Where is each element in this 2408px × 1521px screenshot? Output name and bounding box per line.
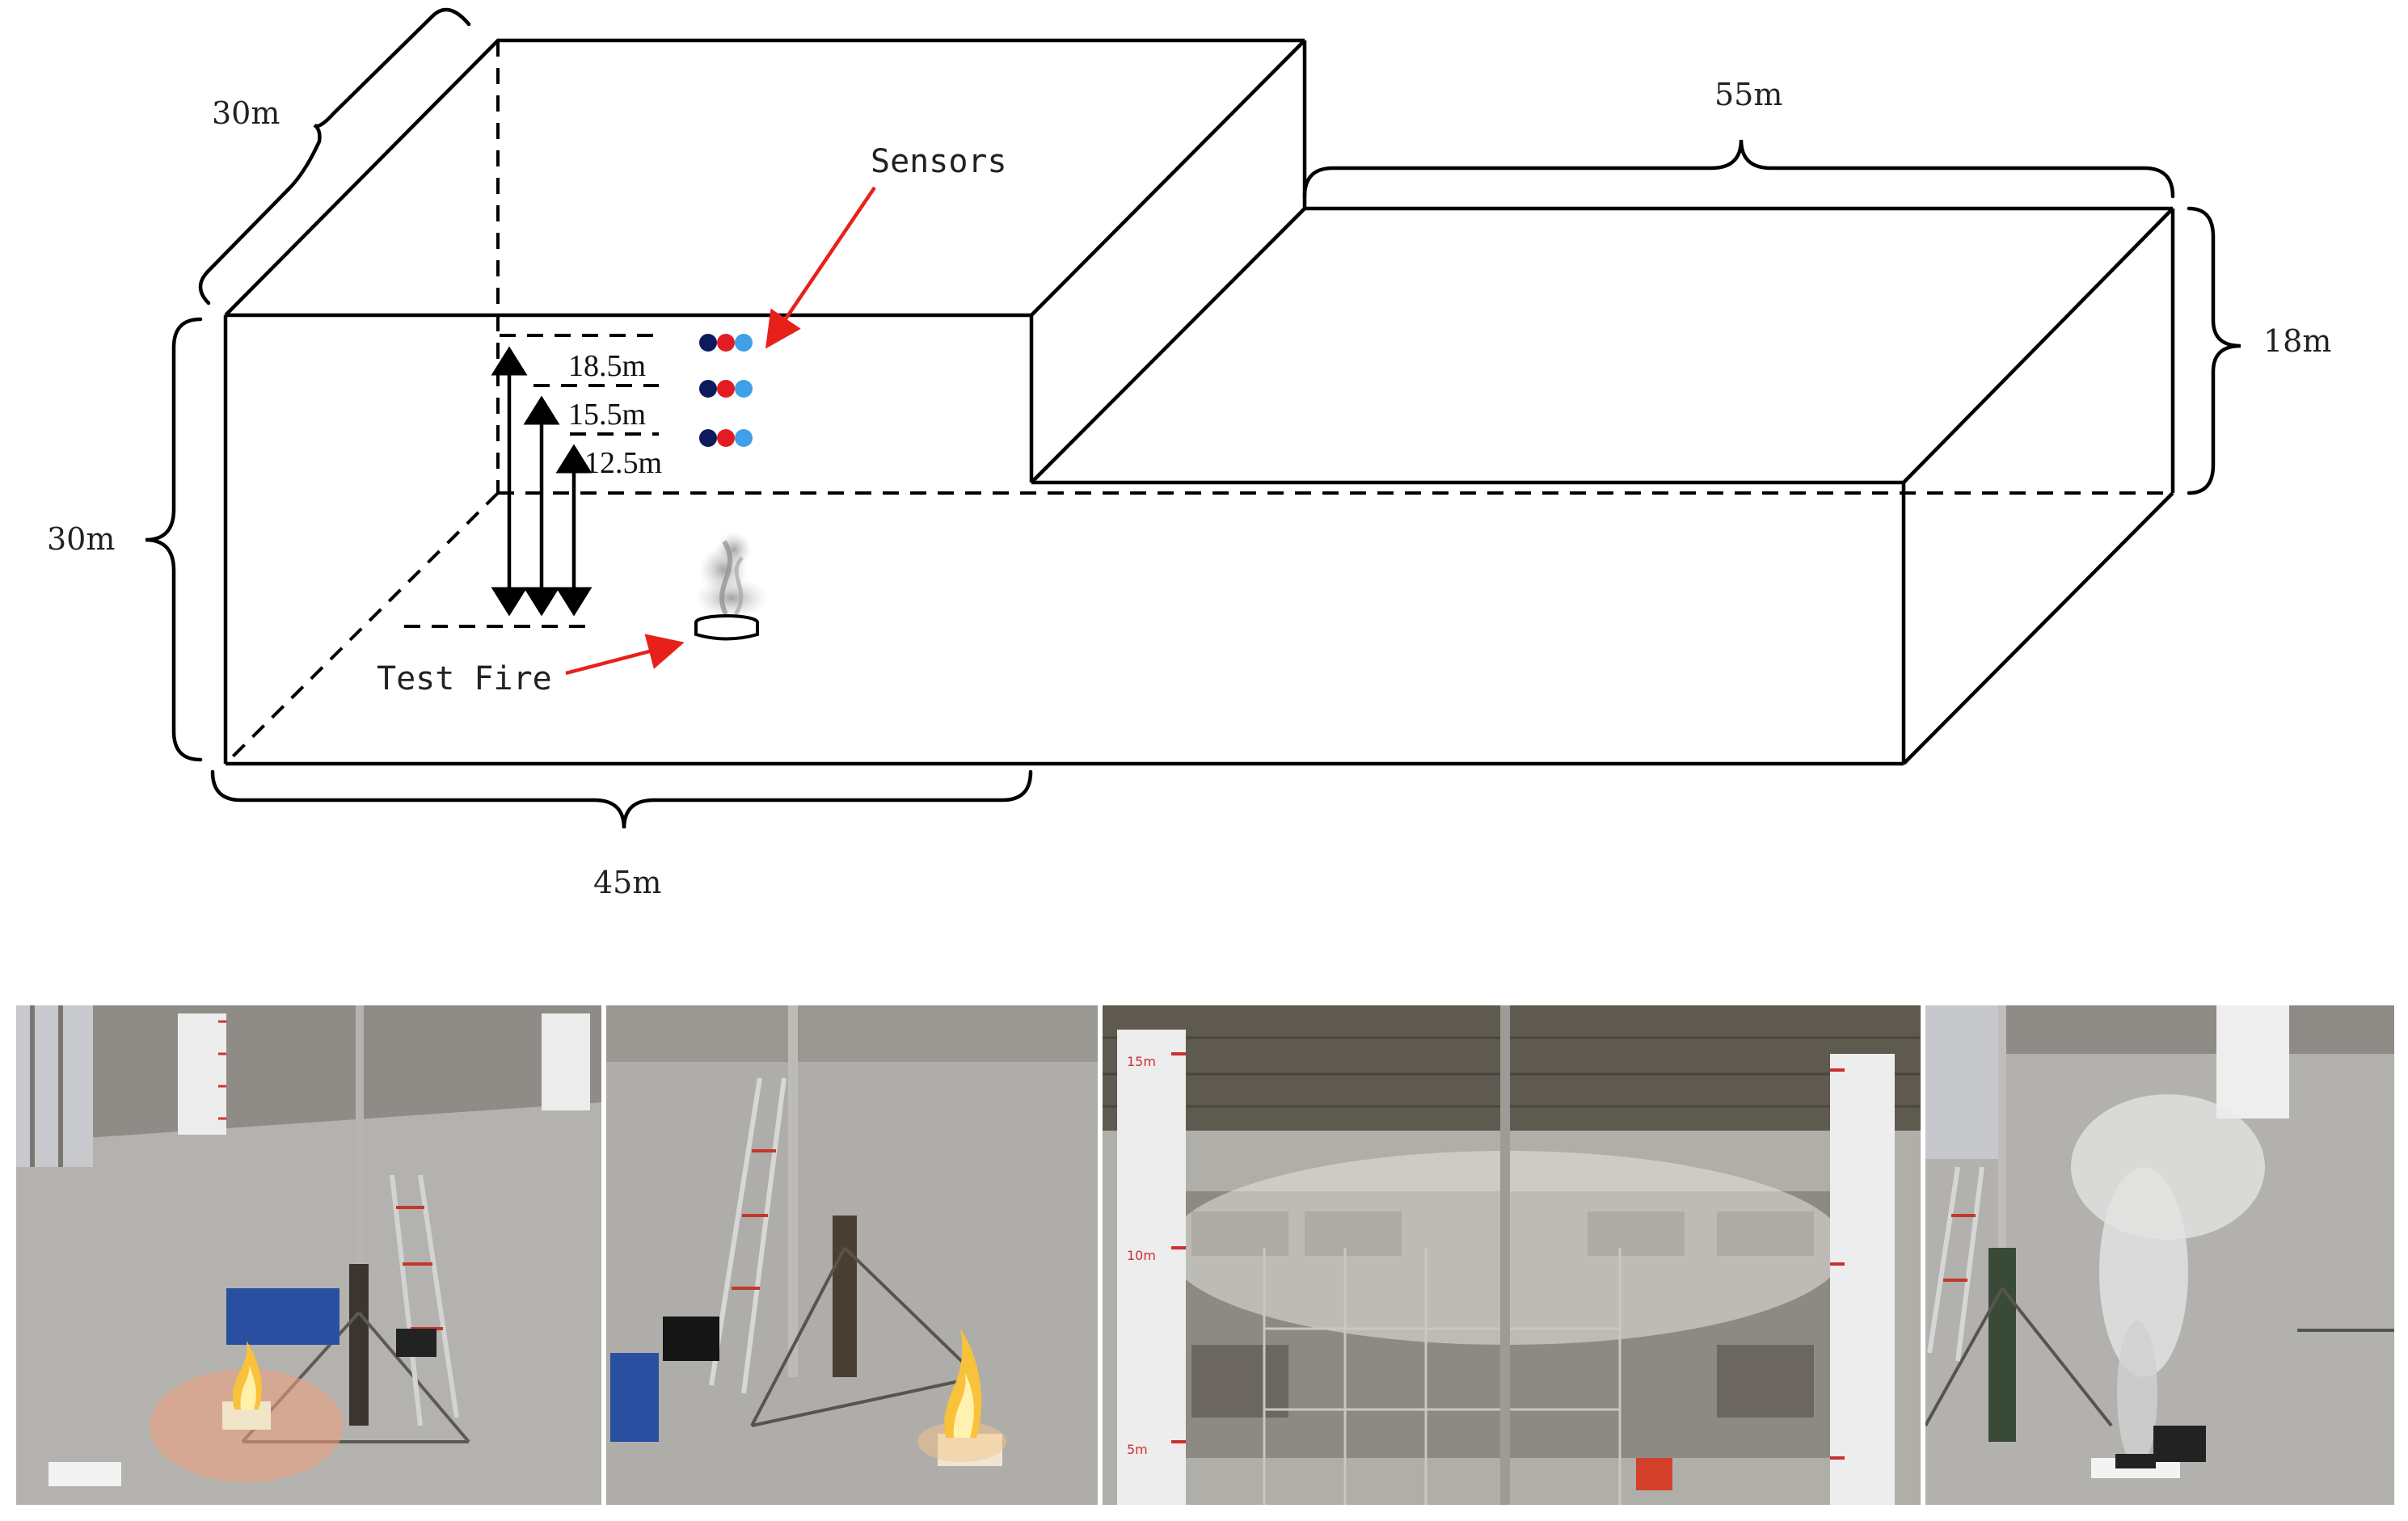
dimension-braces — [145, 7, 2241, 829]
height-label-3: 12.5m — [584, 446, 662, 480]
test-fire-label: Test Fire — [377, 660, 552, 697]
sensor-dot — [735, 429, 753, 447]
photo-smoke-test — [1925, 1005, 2394, 1505]
sensor-dot — [699, 380, 717, 398]
height-left-label: 30m — [47, 521, 115, 557]
sensor-dot — [699, 429, 717, 447]
sensor-dot — [735, 334, 753, 352]
height-annex-label: 18m — [2263, 323, 2331, 359]
sensor-dot — [735, 380, 753, 398]
sensors-arrow — [765, 186, 876, 349]
length-bottom-label: 45m — [593, 865, 661, 900]
sensor-dot — [717, 429, 735, 447]
building-diagram: 30m 30m 45m 55m 18m 18.5m 15.5m 12.5m Se… — [47, 7, 2331, 900]
annex-outline — [1030, 206, 2175, 765]
scale-mark-5: 5m — [1127, 1442, 1148, 1457]
sensor-dot — [699, 334, 717, 352]
width-top-label: 30m — [212, 95, 280, 131]
test-fire-arrow — [565, 634, 685, 676]
sensors-label: Sensors — [871, 143, 1007, 180]
height-arrows — [491, 346, 593, 617]
scale-mark-10: 10m — [1127, 1248, 1156, 1263]
sensor-dot — [717, 380, 735, 398]
height-label-2: 15.5m — [568, 398, 646, 432]
length-annex-label: 55m — [1714, 77, 1782, 112]
height-label-1: 18.5m — [568, 349, 646, 383]
hidden-edges — [224, 40, 2173, 765]
sensor-group — [699, 334, 753, 447]
photo-fire-test-1 — [16, 1005, 601, 1505]
sensor-dot — [717, 334, 735, 352]
scale-mark-15: 15m — [1127, 1054, 1156, 1069]
test-fire-icon — [694, 532, 768, 641]
main-hall-outline — [223, 38, 1904, 766]
photo-hall-interior: 15m 10m 5m — [1103, 1005, 1921, 1505]
photo-fire-test-2 — [606, 1005, 1098, 1505]
